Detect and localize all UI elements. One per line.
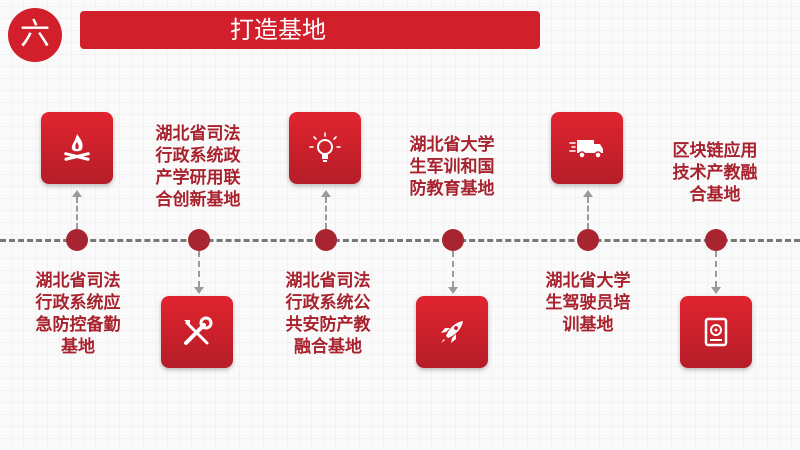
timeline-dot	[315, 229, 337, 251]
connector-arrow	[583, 190, 593, 197]
connector-line	[715, 251, 717, 287]
base-label-5: 区块链应用 技术产教融 合基地	[672, 141, 758, 205]
connector-line	[76, 197, 78, 229]
timeline-dot	[442, 229, 464, 251]
campfire-icon-box	[41, 112, 113, 184]
tools-icon-box	[161, 296, 233, 368]
page-title: 打造基地	[80, 11, 540, 49]
lightbulb-icon-box	[289, 112, 361, 184]
campfire-icon	[64, 134, 90, 161]
timeline-dot	[66, 229, 88, 251]
connector-line	[325, 197, 327, 229]
connector-line	[587, 197, 589, 229]
connector-arrow	[194, 287, 204, 294]
connector-line	[452, 251, 454, 287]
connector-arrow	[321, 190, 331, 197]
lightbulb-icon	[309, 132, 341, 162]
base-label-6: 湖北省大学 生驾驶员培 训基地	[545, 271, 631, 335]
tools-icon	[184, 316, 213, 345]
timeline-axis	[0, 239, 800, 242]
hard-drive-icon-box	[680, 296, 752, 368]
truck-icon-box	[551, 112, 623, 184]
connector-arrow	[72, 190, 82, 197]
rocket-icon	[441, 321, 463, 343]
connector-arrow	[711, 287, 721, 294]
base-label-4: 湖北省司法 行政系统公 共安防产教 融合基地	[285, 271, 371, 357]
base-label-3: 湖北省大学 生军训和国 防教育基地	[409, 135, 495, 199]
hard-drive-icon	[704, 317, 728, 347]
truck-icon	[569, 140, 603, 159]
timeline-dot	[577, 229, 599, 251]
base-label-1: 湖北省司法 行政系统政 产学研用联 合创新基地	[155, 124, 241, 210]
connector-arrow	[448, 287, 458, 294]
connector-line	[198, 251, 200, 287]
base-label-2: 湖北省司法 行政系统应 急防控备勤 基地	[35, 271, 121, 357]
section-number-badge: 六	[8, 8, 62, 62]
timeline-dot	[705, 229, 727, 251]
timeline-dot	[188, 229, 210, 251]
rocket-icon-box	[416, 296, 488, 368]
